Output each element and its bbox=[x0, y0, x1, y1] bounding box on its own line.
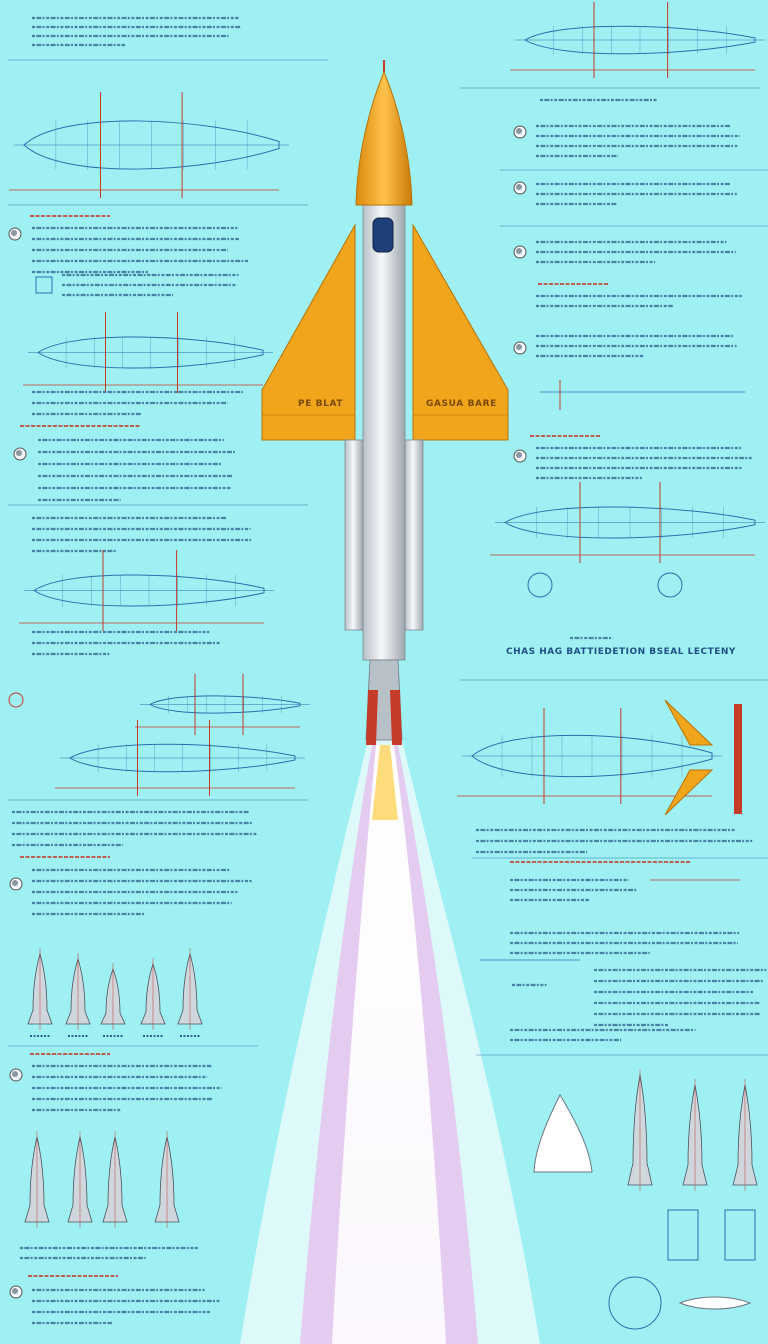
nose-cone bbox=[355, 70, 413, 206]
bullet-icon-core bbox=[516, 128, 522, 134]
bullet-icon-core bbox=[11, 230, 17, 236]
bullet-icon-core bbox=[16, 450, 22, 456]
capsule-diagram bbox=[533, 1093, 593, 1173]
bullet-icon-core bbox=[12, 1071, 18, 1077]
main-heading: CHAS HAG BATTIEDETION BSEAL LECTENY bbox=[506, 647, 736, 657]
right-booster bbox=[404, 439, 424, 631]
left-wing bbox=[261, 223, 356, 441]
rocket bbox=[261, 60, 509, 745]
fuselage bbox=[362, 189, 406, 661]
right-wing bbox=[412, 223, 509, 441]
bullet-icon-core bbox=[516, 344, 522, 350]
left-booster bbox=[344, 439, 364, 631]
target-icon bbox=[8, 692, 24, 708]
left-engine-bell bbox=[366, 690, 378, 745]
detail-box bbox=[667, 1209, 699, 1261]
section-circle bbox=[608, 1276, 662, 1330]
side-profile bbox=[678, 1296, 752, 1310]
section-circle bbox=[657, 572, 683, 598]
bullet-icon-core bbox=[12, 1288, 18, 1294]
exhaust-plume bbox=[240, 740, 540, 1344]
blueprint-details bbox=[8, 2, 768, 1330]
bullet-icon-core bbox=[516, 248, 522, 254]
detail-box bbox=[724, 1209, 756, 1261]
bullet-icon-core bbox=[516, 452, 522, 458]
side-view-fin-bottom bbox=[664, 769, 714, 816]
bullet-icon-core bbox=[516, 184, 522, 190]
left-wing-label: PE BLAT bbox=[298, 399, 344, 409]
section-circle bbox=[527, 572, 553, 598]
tail-marker bbox=[734, 704, 742, 814]
detail-box bbox=[35, 276, 53, 294]
side-view-fin-top bbox=[664, 699, 714, 746]
cockpit-window bbox=[372, 217, 394, 253]
right-wing-label: GASUA BARE bbox=[426, 399, 497, 409]
bullet-icon-core bbox=[12, 880, 18, 886]
right-engine-bell bbox=[390, 690, 402, 745]
